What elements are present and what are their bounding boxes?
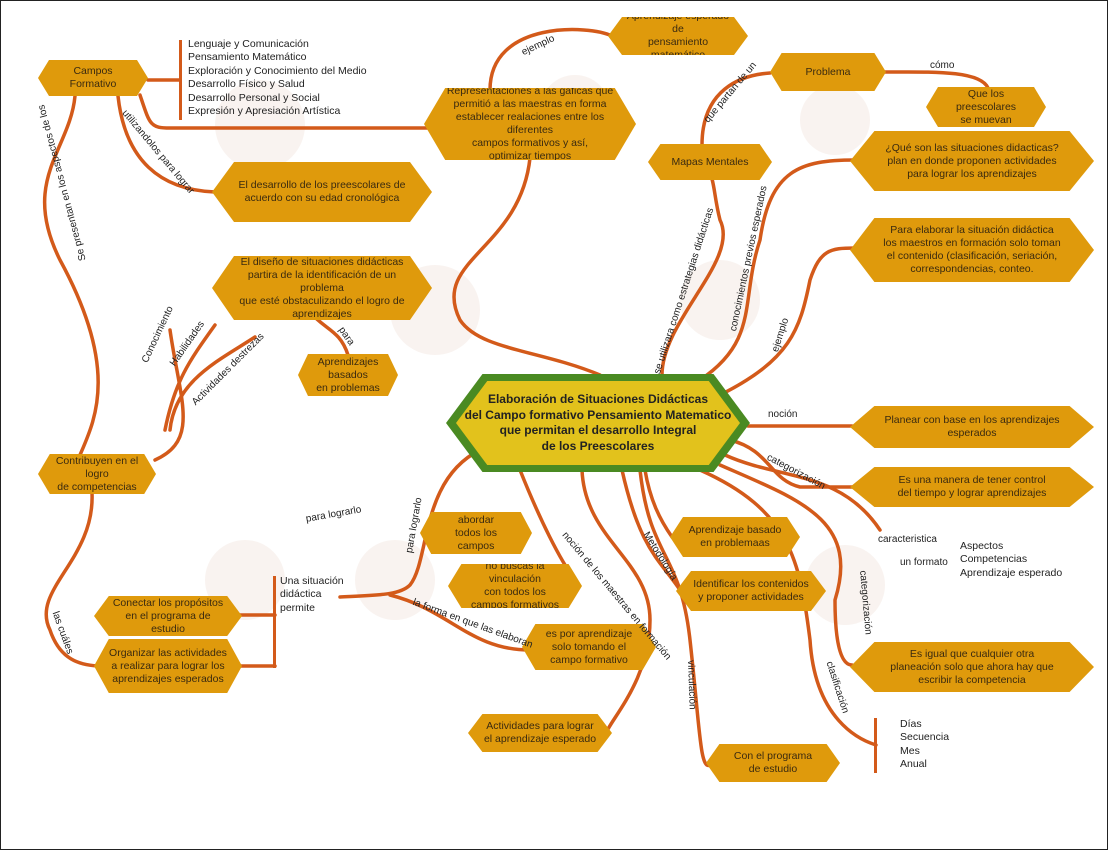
node-actividades: Actividades para lograr el aprendizaje e… [468, 714, 612, 752]
link [728, 438, 854, 489]
node-con-programa: Con el programa de estudio [706, 744, 840, 782]
node-aprendizaje-esperado: Aprendizaje esperado de pensamiento mate… [608, 17, 748, 55]
node-conectar: Conectar los propósitos en el programa d… [94, 596, 242, 636]
node-no-buscas: no buscas la vinculación con todos los c… [448, 564, 582, 608]
bracket [874, 718, 877, 773]
node-es-igual: Es igual que cualquier otra planeación s… [850, 642, 1094, 692]
link [388, 593, 532, 652]
label-caracteristica: caracteristica [878, 534, 937, 545]
link [238, 613, 277, 668]
link [698, 468, 878, 747]
link [338, 448, 482, 599]
child-illustration [215, 80, 305, 170]
link [718, 463, 854, 667]
node-representaciones: Representaciónes a las gáficas que permi… [424, 88, 636, 160]
link [723, 453, 882, 532]
label-como: cómo [930, 60, 955, 71]
link [718, 246, 857, 397]
node-contribuyen: Contribuyen en el logro de competencias [38, 454, 156, 494]
node-problema: Problema [770, 53, 886, 91]
label-vinculacion: vinculación [685, 660, 698, 710]
node-se-necesita: se necesita abordar todos los campos for… [420, 512, 532, 554]
central-node: Elaboración de Situaciones Didácticas de… [456, 381, 740, 465]
link [488, 27, 614, 92]
label-un-formato: un formato [900, 557, 948, 568]
node-para-elaborar: Para elaborar la situación didáctica los… [850, 218, 1094, 282]
node-planear: Planear con base en los aprendizajes esp… [850, 406, 1094, 448]
formato-list: Aspectos Competencias Aprendizaje espera… [960, 540, 1063, 579]
node-diseno: El diseño de situaciones didácticas part… [212, 256, 432, 320]
link [643, 468, 674, 539]
link [580, 468, 652, 737]
link [700, 71, 772, 147]
node-aprendizaje-basado: Aprendizaje basado en problemaas [670, 517, 800, 557]
link [168, 335, 257, 432]
link [138, 93, 430, 130]
link [42, 94, 100, 457]
link [153, 328, 185, 462]
link [44, 491, 100, 668]
campos-list: Lenguaje y Comunicación Pensamiento Mate… [188, 38, 367, 118]
link [163, 323, 217, 432]
node-identificar: Identificar los contenidos y proponer ac… [676, 571, 826, 611]
node-es-por: es por aprendizaje solo tomando el campo… [522, 624, 656, 670]
link [452, 156, 602, 377]
bracket [179, 40, 182, 120]
tiempo-list: Días Secuencia Mes Anual [900, 718, 950, 771]
node-aprendizajes-basados: Aprendizajes basados en problemas [298, 354, 398, 396]
link [518, 468, 577, 582]
link [698, 158, 857, 382]
bracket [273, 576, 276, 668]
link [620, 468, 682, 592]
node-que-son: ¿Qué son las situaciones didacticas? pla… [850, 131, 1094, 191]
node-campos-formativo: Campos Formativo [38, 60, 148, 96]
node-mapas-mentales: Mapas Mentales [648, 144, 772, 180]
node-que-se-muevan: Que los preescolares se muevan [926, 87, 1046, 127]
node-organizar: Organizar las actividades a realizar par… [94, 639, 242, 693]
situacion-text: Una situación didáctica permite [280, 575, 344, 614]
child-illustration [800, 85, 870, 155]
link [638, 468, 712, 768]
node-desarrollo: El desarrollo de los preescolares de acu… [212, 162, 432, 222]
label-nocion: noción [768, 409, 798, 420]
link [883, 70, 990, 90]
link [116, 94, 217, 194]
node-manera: Es una manera de tener control del tiemp… [850, 467, 1094, 507]
link [660, 177, 725, 377]
